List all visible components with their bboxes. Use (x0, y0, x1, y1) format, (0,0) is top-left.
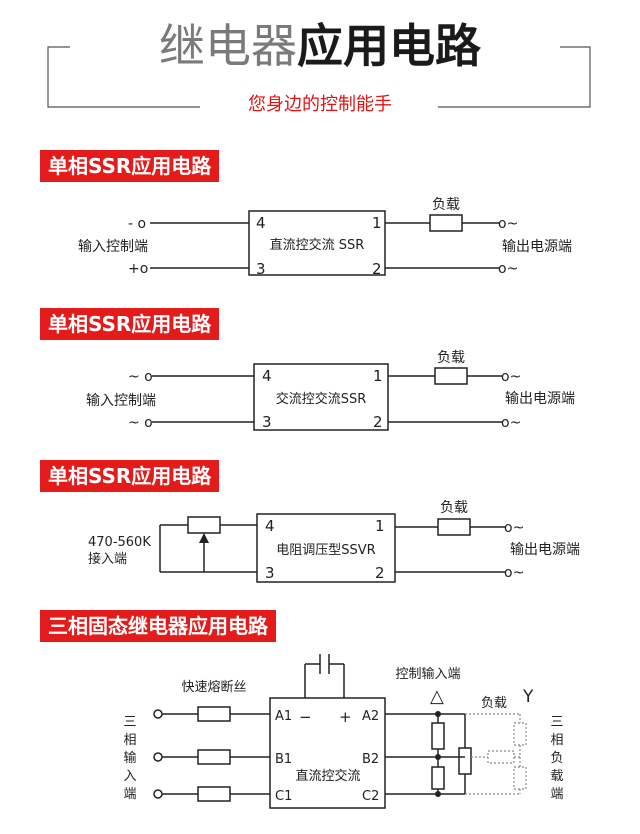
junction-dot (435, 711, 441, 717)
section-4-banner: 三相固态继电器应用电路 (40, 610, 276, 642)
vertical-char: 相 (550, 733, 563, 748)
box-label: 直流控交流 (295, 768, 360, 784)
control-input-label: 控制输入端 (395, 666, 460, 682)
left-vertical-label: 三 相 输 入 端 (123, 715, 136, 802)
wiper-arrow-icon (199, 533, 209, 543)
minus-sign: − (299, 708, 312, 726)
ssr-box (269, 697, 386, 809)
plus-sign: + (339, 708, 352, 726)
pin-b1: B1 (275, 752, 292, 767)
wye-resistor-icon (513, 722, 527, 746)
vertical-char: 载 (550, 769, 563, 784)
pin-label: 1 (373, 367, 383, 385)
input-label: 输入控制端 (78, 239, 148, 255)
pin-label: 3 (262, 413, 272, 431)
output-terminal-label: o~ (501, 369, 521, 385)
delta-symbol: △ (430, 686, 444, 707)
pin-label: 4 (262, 367, 272, 385)
input-terminal-label: ~ o (128, 415, 153, 431)
vertical-char: 三 (550, 715, 563, 730)
load-resistor-icon (429, 214, 463, 232)
output-label: 输出电源端 (502, 239, 572, 255)
vertical-char: 相 (123, 733, 136, 748)
circuit-3: 470-560K 接入端 4 1 3 2 电阻调压型SSVR 负载 o~ o~ … (88, 500, 580, 583)
ssr-box (248, 210, 386, 276)
fuse-label: 快速熔断丝 (181, 680, 246, 695)
vertical-char: 入 (123, 769, 136, 784)
potentiometer-icon (187, 516, 221, 534)
load-resistor-icon (434, 367, 468, 385)
pin-c1: C1 (275, 789, 292, 804)
page-title: 继电器应用电路 (0, 14, 640, 78)
input-terminal-label: ~ o (128, 369, 153, 385)
section-2-banner: 单相SSR应用电路 (40, 308, 220, 340)
page-subtitle: 您身边的控制能手 (248, 94, 392, 115)
load-resistor-icon (431, 722, 445, 750)
load-label: 负载 (437, 350, 465, 366)
load-label: 负载 (432, 197, 460, 213)
fuse-icon (197, 706, 231, 722)
box-label: 直流控交流 SSR (270, 237, 365, 253)
header-frame (47, 46, 591, 108)
terminal (153, 752, 163, 762)
terminal (153, 789, 163, 799)
circuit-1: - o +o 输入控制端 4 1 3 2 直流控交流 SSR 负载 o~ o~ … (78, 197, 572, 278)
box-label: 电阻调压型SSVR (276, 543, 375, 558)
fuse-icon (197, 749, 231, 765)
pin-a1: A1 (275, 709, 292, 724)
box-label: 交流控交流SSR (276, 391, 367, 407)
load-resistor-icon (431, 766, 445, 790)
pin-c2: C2 (362, 789, 379, 804)
output-terminal-label: o~ (504, 565, 524, 581)
load-resistor-icon (458, 747, 472, 775)
output-terminal-label: o~ (498, 216, 518, 232)
vertical-char: 三 (123, 715, 136, 730)
pin-a2: A2 (362, 709, 379, 724)
vertical-char: 端 (123, 787, 136, 802)
output-terminal-label: o~ (504, 520, 524, 536)
right-vertical-label: 三 相 负 载 端 (550, 715, 563, 802)
pin-label: 4 (256, 214, 266, 232)
vertical-char: 输 (123, 750, 136, 766)
input-label: 接入端 (88, 551, 127, 567)
vertical-char: 端 (550, 787, 563, 802)
junction-dot (435, 754, 441, 760)
fuse-icon (197, 786, 231, 802)
input-label: 输入控制端 (86, 393, 156, 409)
ssr-box (253, 363, 389, 431)
input-terminal-label: - o (128, 216, 146, 232)
terminal (153, 709, 163, 719)
pin-label: 2 (375, 564, 385, 582)
junction-dot (435, 791, 441, 797)
vertical-char: 负 (550, 751, 563, 766)
wye-symbol: Y (522, 687, 534, 707)
pin-label: 2 (372, 260, 382, 278)
pin-label: 1 (375, 517, 385, 535)
output-label: 输出电源端 (510, 542, 580, 558)
pin-b2: B2 (362, 752, 379, 767)
output-terminal-label: o~ (498, 261, 518, 277)
load-label: 负载 (440, 500, 468, 516)
output-label: 输出电源端 (505, 391, 575, 407)
load-label: 负载 (481, 696, 507, 711)
ssr-box (256, 513, 396, 583)
pin-label: 1 (372, 214, 382, 232)
input-terminal-label: +o (128, 261, 148, 277)
pin-label: 3 (256, 260, 266, 278)
wye-resistor-icon (513, 766, 527, 790)
output-terminal-label: o~ (501, 415, 521, 431)
wye-resistor-icon (487, 750, 515, 764)
load-resistor-icon (437, 518, 471, 536)
page-title-light: 继电器 (159, 19, 297, 73)
input-label: 470-560K (88, 535, 151, 550)
pin-label: 3 (265, 564, 275, 582)
section-1-banner: 单相SSR应用电路 (40, 150, 220, 182)
circuit-4: 快速熔断丝 控制输入端 A1 B1 C1 A2 B2 C2 − + 直流控交流 … (123, 654, 564, 809)
section-3-banner: 单相SSR应用电路 (40, 460, 220, 492)
circuit-2: ~ o ~ o 输入控制端 4 1 3 2 交流控交流SSR 负载 o~ o~ … (86, 350, 575, 431)
pin-label: 4 (265, 517, 275, 535)
pin-label: 2 (373, 413, 383, 431)
page-title-bold: 应用电路 (297, 19, 481, 73)
